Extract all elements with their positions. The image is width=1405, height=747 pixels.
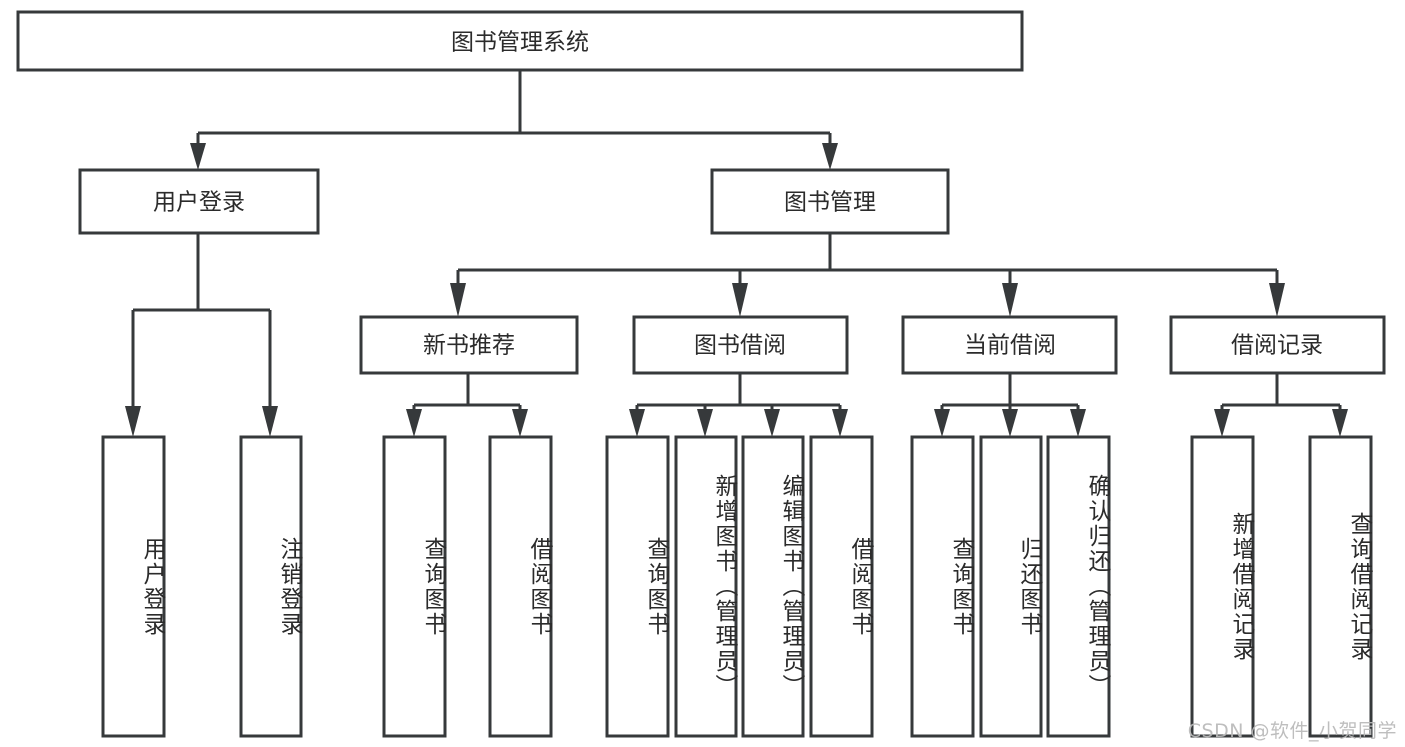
node-current-borrow-label: 当前借阅 (964, 333, 1056, 359)
node-user-login-box[interactable] (78, 168, 320, 235)
leaf-box-user-login-1[interactable] (101, 435, 166, 738)
connector-book-manage-to-level3 (450, 233, 1285, 317)
csdn-watermark: CSDN @软件_小贺同学 (1187, 720, 1397, 742)
leaf-box-book-borrow-3[interactable] (741, 435, 805, 738)
leaf-box-book-borrow-1[interactable] (605, 435, 670, 738)
node-borrow-record-box[interactable] (1169, 315, 1386, 375)
node-book-manage-box[interactable] (710, 168, 950, 235)
connector-current-borrow-to-leaves (934, 373, 1086, 437)
node-root-box[interactable] (16, 10, 1024, 72)
leaf-box-new-book-1[interactable] (382, 435, 447, 738)
connector-root-to-level2 (190, 70, 838, 170)
leaf-box-borrow-record-1[interactable] (1190, 435, 1255, 738)
node-current-borrow-box[interactable] (901, 315, 1118, 375)
leaf-box-book-borrow-4[interactable] (809, 435, 874, 738)
node-book-borrow-label: 图书借阅 (694, 333, 786, 359)
leaf-box-user-login-2[interactable] (239, 435, 303, 738)
leaf-box-borrow-record-2[interactable] (1308, 435, 1373, 738)
leaf-box-new-book-2[interactable] (488, 435, 553, 738)
connector-book-borrow-to-leaves (629, 373, 848, 437)
connector-user-login-to-leaves (125, 233, 278, 437)
leaf-box-current-borrow-3[interactable] (1046, 435, 1111, 738)
node-borrow-record-label: 借阅记录 (1231, 333, 1323, 359)
leaf-box-book-borrow-2[interactable] (674, 435, 738, 738)
node-book-manage-label: 图书管理 (784, 190, 876, 216)
node-book-borrow-box[interactable] (632, 315, 849, 375)
node-new-book-recommend-label: 新书推荐 (423, 333, 515, 359)
leaf-box-current-borrow-1[interactable] (910, 435, 975, 738)
arrow-head-user-login (190, 143, 206, 170)
connector-new-book-to-leaves (406, 373, 528, 437)
node-root-label: 图书管理系统 (451, 30, 589, 56)
connector-borrow-record-to-leaves (1214, 373, 1348, 437)
leaf-box-current-borrow-2[interactable] (979, 435, 1043, 738)
node-user-login-label: 用户登录 (153, 190, 245, 216)
arrow-head-book-manage (822, 143, 838, 170)
node-new-book-recommend-box[interactable] (359, 315, 579, 375)
